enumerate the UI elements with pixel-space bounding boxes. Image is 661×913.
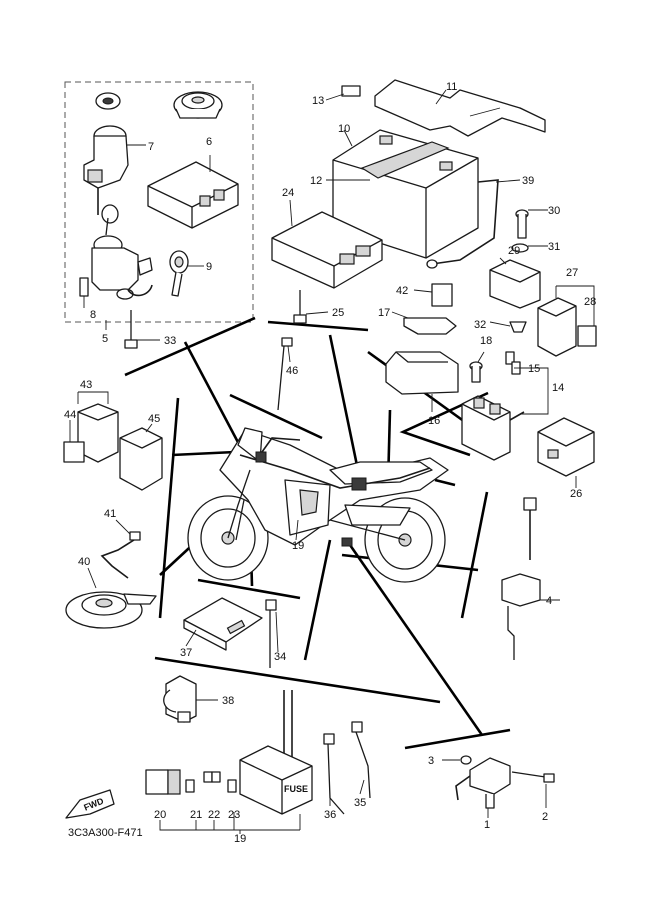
callout-6: 6 [206,136,212,148]
callout-32: 32 [474,319,486,331]
battery-part-10 [332,129,479,259]
callout-17: 17 [378,307,390,319]
callout-10: 10 [338,123,350,135]
callout-26: 26 [570,488,582,500]
band-part-46 [277,337,293,411]
callout-1: 1 [484,819,490,831]
bolt-part-18 [469,351,485,383]
relay-part-29 [489,257,541,309]
bracket-part-17 [391,311,457,335]
callout-11: 11 [446,81,457,93]
fuse-part-22 [203,771,221,783]
motorcycle-illustration [187,427,449,583]
band-part-35 [351,721,371,799]
callout-29: 29 [508,245,520,257]
screw-part-3 [442,755,472,765]
callout-33: 33 [164,335,176,347]
fuel-tank-cap-lock [173,91,223,119]
callout-36: 36 [324,809,336,821]
fuse-part-15 [505,351,521,375]
callout-4: 4 [546,595,552,607]
relay-part-44 [63,420,85,463]
relay-part-42 [413,283,453,307]
callout-27: 27 [566,267,578,279]
sidestand-switch-part-1 [455,757,511,818]
callout-40: 40 [78,556,90,568]
callout-39: 39 [522,175,534,187]
main-switch-part-7 [83,92,146,215]
callout-20: 20 [154,809,166,821]
callout-25: 25 [332,307,344,319]
callout-7: 7 [148,141,154,153]
callout-18: 18 [480,335,492,347]
callout-19b: 19 [234,833,246,845]
callout-31: 31 [548,241,560,253]
callout-21: 21 [190,809,202,821]
callout-16: 16 [428,415,440,427]
fuse-part-23 [227,779,237,793]
callout-35: 35 [354,797,366,809]
callout-3: 3 [428,755,434,767]
callout-2: 2 [542,811,548,823]
callout-41: 41 [104,508,116,520]
bolt-part-25 [293,290,329,324]
relay-part-45 [119,423,163,491]
leader-lines [105,89,501,820]
battery-band-part-11 [341,79,546,137]
callout-24: 24 [282,187,294,199]
callout-22: 22 [208,809,220,821]
callout-37: 37 [180,647,192,659]
callout-14: 14 [552,382,564,394]
callout-30: 30 [548,205,560,217]
washer-part-31 [511,243,548,253]
callout-28: 28 [584,296,596,308]
cover-part-16 [385,351,459,412]
ecu-part-24 [271,199,383,289]
clamp-part-38 [163,675,218,723]
forward-direction-icon: FWD [65,789,115,819]
steering-lock-part-8 [79,204,153,308]
neutral-switch-part-4 [501,497,560,660]
battery-lead-part-39 [426,179,521,269]
owners-guide-part-37 [183,597,263,651]
band-part-34 [265,599,279,668]
callout-12: 12 [310,175,322,187]
wire-harness-part-19 [239,690,313,815]
callout-19a: 19 [292,540,304,552]
callout-5: 5 [102,333,108,345]
callout-15: 15 [528,363,540,375]
bolt-part-30 [515,209,548,239]
fuse-bracket-leaders [159,814,301,834]
starter-relay-part-14 [461,367,549,461]
callout-43: 43 [80,379,92,391]
callout-44: 44 [64,409,76,421]
callout-46: 46 [286,365,298,377]
callout-13: 13 [312,95,324,107]
fuse-part-21 [185,779,195,793]
fuse-box-part-27 [537,285,597,357]
callout-9: 9 [206,261,212,273]
clip-part-32 [489,321,527,333]
immobilizer-unit-part-6 [147,155,239,229]
diagram-code: 3C3A300-F471 [68,827,143,839]
callout-23: 23 [228,809,240,821]
callout-8: 8 [90,309,96,321]
lock-set-group-frame [64,81,254,323]
callout-34: 34 [274,651,286,663]
callout-numbers: 7 6 9 8 5 33 13 11 10 12 39 24 25 30 31 … [64,81,596,845]
horn-lead-part-41 [100,519,141,579]
bolt-part-33 [124,310,160,349]
fuse-label: FUSE [284,784,308,794]
horn-part-40 [65,567,157,629]
band-part-36 [323,733,345,815]
callout-42: 42 [396,285,408,297]
callout-38: 38 [222,695,234,707]
turn-signal-relay-part-26 [537,417,595,488]
callout-45: 45 [148,413,160,425]
fuse-box-part-20 [145,769,181,795]
key-part-9 [169,250,204,297]
bolt-part-2 [511,771,555,808]
